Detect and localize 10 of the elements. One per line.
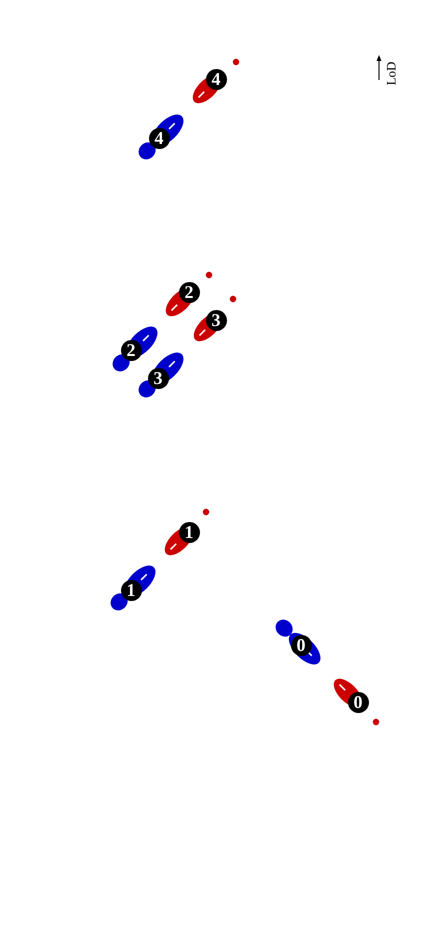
step-number-badge: 3: [206, 310, 226, 330]
step-number-badge: 2: [120, 340, 142, 360]
step-number-badge: 2: [178, 282, 200, 302]
step-number-badge: 1: [178, 522, 200, 542]
step-number-badge: 4: [206, 68, 226, 90]
step-number-badge: 3: [148, 368, 168, 388]
step-number-badge: 1: [120, 580, 142, 600]
step-number-badge: 4: [148, 128, 170, 148]
step-number-badge: 0: [348, 692, 368, 712]
lod-label: LoD: [382, 60, 400, 86]
